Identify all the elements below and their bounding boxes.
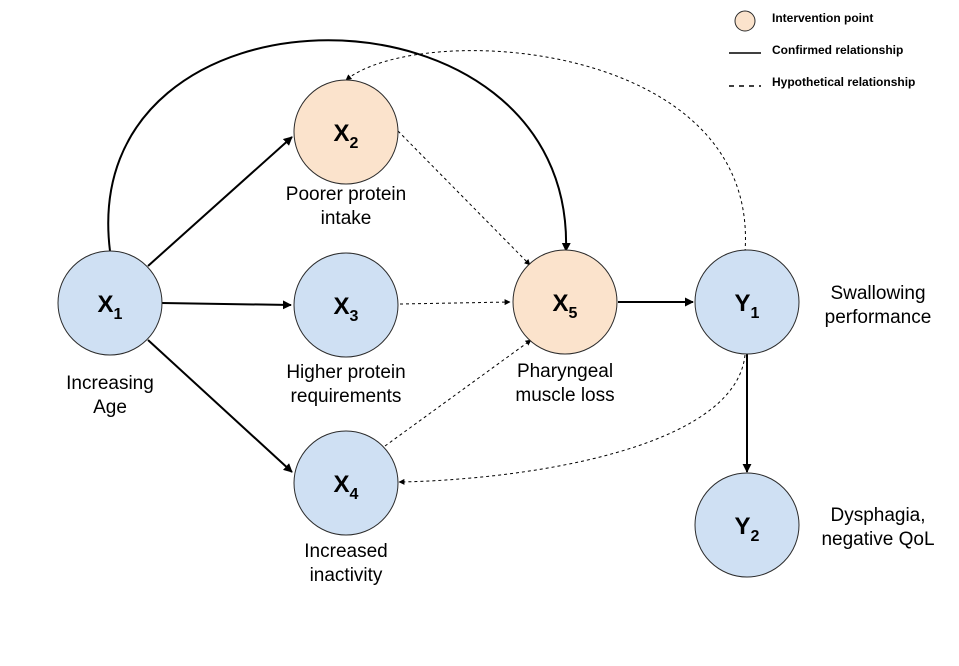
edge-y1-x4 [398,354,746,485]
node-x4: X4 [293,430,399,536]
node-x4-letter: X [334,471,350,498]
caption-x4: Increased inactivity [256,540,436,588]
node-x2-circle [293,79,399,185]
caption-x2-line2: intake [320,208,372,229]
caption-x5: Pharyngeal muscle loss [485,360,645,408]
caption-y1-line2: performance [824,307,932,328]
node-y2-circle [694,472,800,578]
node-x5-subscript: 5 [569,305,578,322]
caption-x1-line1: Increasing [66,373,154,394]
node-x5-letter: X [553,290,569,317]
edge-x1-x4 [147,339,293,473]
edge-x1-x2 [147,136,293,267]
caption-x4-line1: Increased [304,541,388,562]
node-x4-circle [293,430,399,536]
legend-hypothetical-label: Hypothetical relationship [772,75,916,89]
node-x3: X3 [293,252,399,358]
node-x5-circle [512,249,618,355]
caption-y2-line1: Dysphagia, [830,505,926,526]
node-x1: X1 [57,250,163,356]
edge-x2-x5 [397,130,531,266]
svg-text:X4: X4 [334,471,359,503]
node-x1-subscript: 1 [114,306,123,323]
edge-x4-x5 [384,339,532,447]
caption-x1-line2: Age [93,397,127,418]
svg-text:Y2: Y2 [735,513,760,545]
node-y1-letter: Y [735,290,751,317]
node-x2-letter: X [334,120,350,147]
node-y1-subscript: 1 [751,305,760,322]
svg-text:X2: X2 [334,120,359,152]
node-x5: X5 [512,249,618,355]
caption-x5-line2: muscle loss [515,385,615,406]
node-x4-subscript: 4 [350,486,359,503]
caption-y1-line1: Swallowing [830,283,926,304]
edge-y1-x2 [345,50,746,253]
caption-x3-line1: Higher protein [286,362,406,383]
svg-text:Y1: Y1 [735,290,760,322]
legend-intervention-swatch [734,10,756,32]
node-y1-circle [694,249,800,355]
node-y2-letter: Y [735,513,751,540]
node-y1: Y1 [694,249,800,355]
node-x3-subscript: 3 [350,308,359,325]
node-y2-subscript: 2 [751,528,760,545]
caption-x2: Poorer protein intake [256,183,436,231]
node-x3-circle [293,252,399,358]
svg-text:X1: X1 [98,291,123,323]
legend-confirmed-label: Confirmed relationship [772,43,904,57]
caption-y1: Swallowing performance [808,282,948,330]
edge-x1-x3 [161,300,292,310]
node-x1-letter: X [98,291,114,318]
node-x2-subscript: 2 [350,135,359,152]
caption-x3-line2: requirements [290,386,402,407]
caption-x5-line1: Pharyngeal [516,361,614,382]
edge-x3-x5 [399,299,511,306]
node-y2: Y2 [694,472,800,578]
svg-text:X5: X5 [553,290,578,322]
caption-x3: Higher protein requirements [256,361,436,409]
caption-x1: Increasing Age [30,372,190,420]
legend-intervention-label: Intervention point [772,11,874,25]
edge-x1-x5 [107,39,571,252]
edges [107,39,752,485]
node-x1-circle [57,250,163,356]
caption-x2-line1: Poorer protein [285,184,407,205]
node-x3-letter: X [334,293,350,320]
legend [729,10,761,87]
node-x2: X2 [293,79,399,185]
svg-text:X3: X3 [334,293,359,325]
caption-y2: Dysphagia, negative QoL [808,504,948,552]
caption-x4-line2: inactivity [309,565,383,586]
caption-y2-line2: negative QoL [821,529,935,550]
